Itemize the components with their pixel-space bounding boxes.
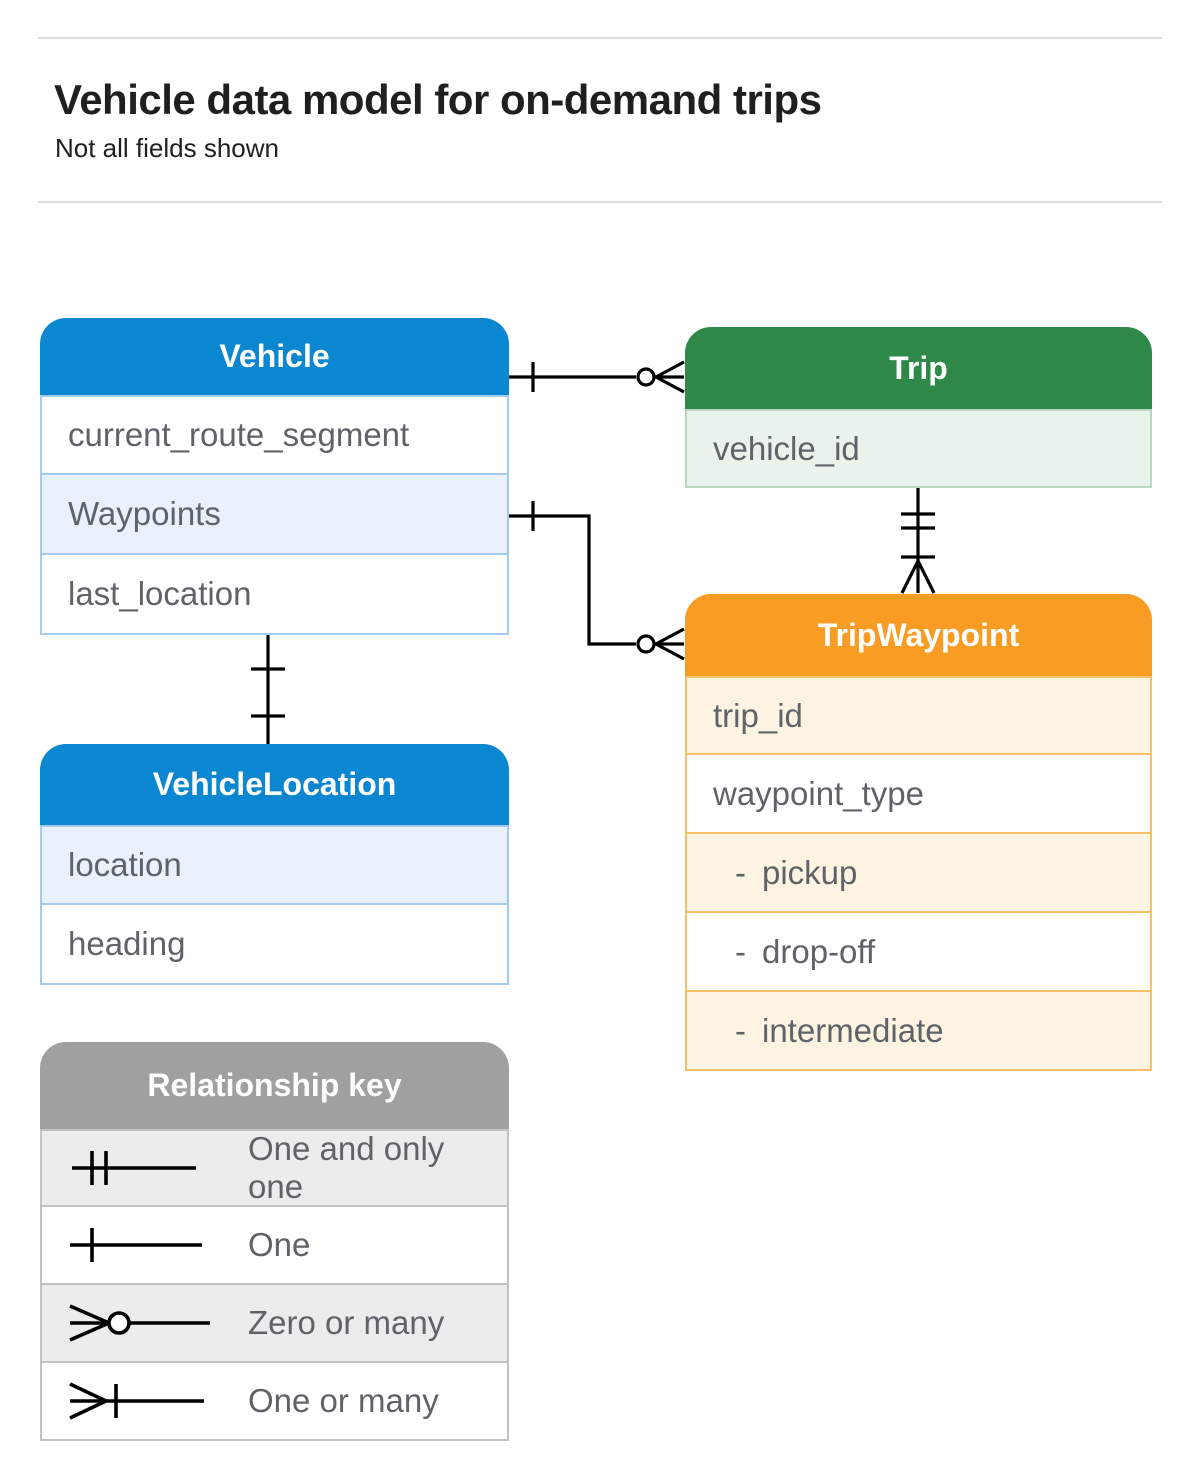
one-or-many-icon: [69, 1382, 204, 1420]
entity-vehicle-title: Vehicle: [40, 318, 509, 395]
connector-waypoints-tripwaypoint: [509, 501, 685, 661]
entity-trip-fields: vehicle_id: [685, 409, 1152, 488]
enum-dash: -: [735, 853, 746, 891]
entity-trip-title: Trip: [685, 327, 1152, 409]
field-heading: heading: [40, 905, 509, 985]
zero-or-many-icon: [69, 1304, 210, 1342]
connector-trip-tripwaypoint: [900, 488, 936, 594]
relationship-key: Relationship key One and only one One Ze…: [40, 1042, 509, 1441]
header-divider: [38, 201, 1162, 203]
one-icon: [70, 1228, 202, 1262]
entity-vehiclelocation: VehicleLocation location heading: [40, 744, 509, 985]
field-enum-pickup: -pickup: [685, 834, 1152, 913]
page-subtitle: Not all fields shown: [55, 133, 279, 163]
top-divider: [38, 37, 1162, 39]
enum-dash: -: [735, 1011, 746, 1049]
field-waypoints: Waypoints: [40, 475, 509, 555]
one-and-only-one-icon: [72, 1151, 196, 1185]
field-location: location: [40, 825, 509, 905]
field-enum-drop-off: -drop-off: [685, 913, 1152, 992]
entity-vehiclelocation-title: VehicleLocation: [40, 744, 509, 825]
entity-vehicle: Vehicle current_route_segment Waypoints …: [40, 318, 509, 635]
field-vehicle-id: vehicle_id: [685, 409, 1152, 488]
legend-row-one: One: [40, 1207, 509, 1285]
field-waypoint-type: waypoint_type: [685, 755, 1152, 834]
relationship-key-title: Relationship key: [40, 1042, 509, 1129]
field-last-location: last_location: [40, 555, 509, 635]
field-enum-intermediate: -intermediate: [685, 992, 1152, 1071]
relationship-key-rows: One and only one One Zero or many One or…: [40, 1129, 509, 1441]
connector-vehicle-trip: [509, 360, 685, 394]
legend-row-one-and-only-one: One and only one: [40, 1129, 509, 1207]
connector-vehicle-vehiclelocation: [251, 635, 285, 744]
entity-vehicle-fields: current_route_segment Waypoints last_loc…: [40, 395, 509, 635]
entity-vehiclelocation-fields: location heading: [40, 825, 509, 985]
entity-tripwaypoint-title: TripWaypoint: [685, 594, 1152, 676]
entity-tripwaypoint-fields: trip_id waypoint_type -pickup -drop-off …: [685, 676, 1152, 1071]
legend-row-zero-or-many: Zero or many: [40, 1285, 509, 1363]
enum-dash: -: [735, 932, 746, 970]
entity-trip: Trip vehicle_id: [685, 327, 1152, 488]
field-current-route-segment: current_route_segment: [40, 395, 509, 475]
page-title: Vehicle data model for on-demand trips: [54, 76, 822, 123]
field-trip-id: trip_id: [685, 676, 1152, 755]
entity-tripwaypoint: TripWaypoint trip_id waypoint_type -pick…: [685, 594, 1152, 1071]
legend-row-one-or-many: One or many: [40, 1363, 509, 1441]
